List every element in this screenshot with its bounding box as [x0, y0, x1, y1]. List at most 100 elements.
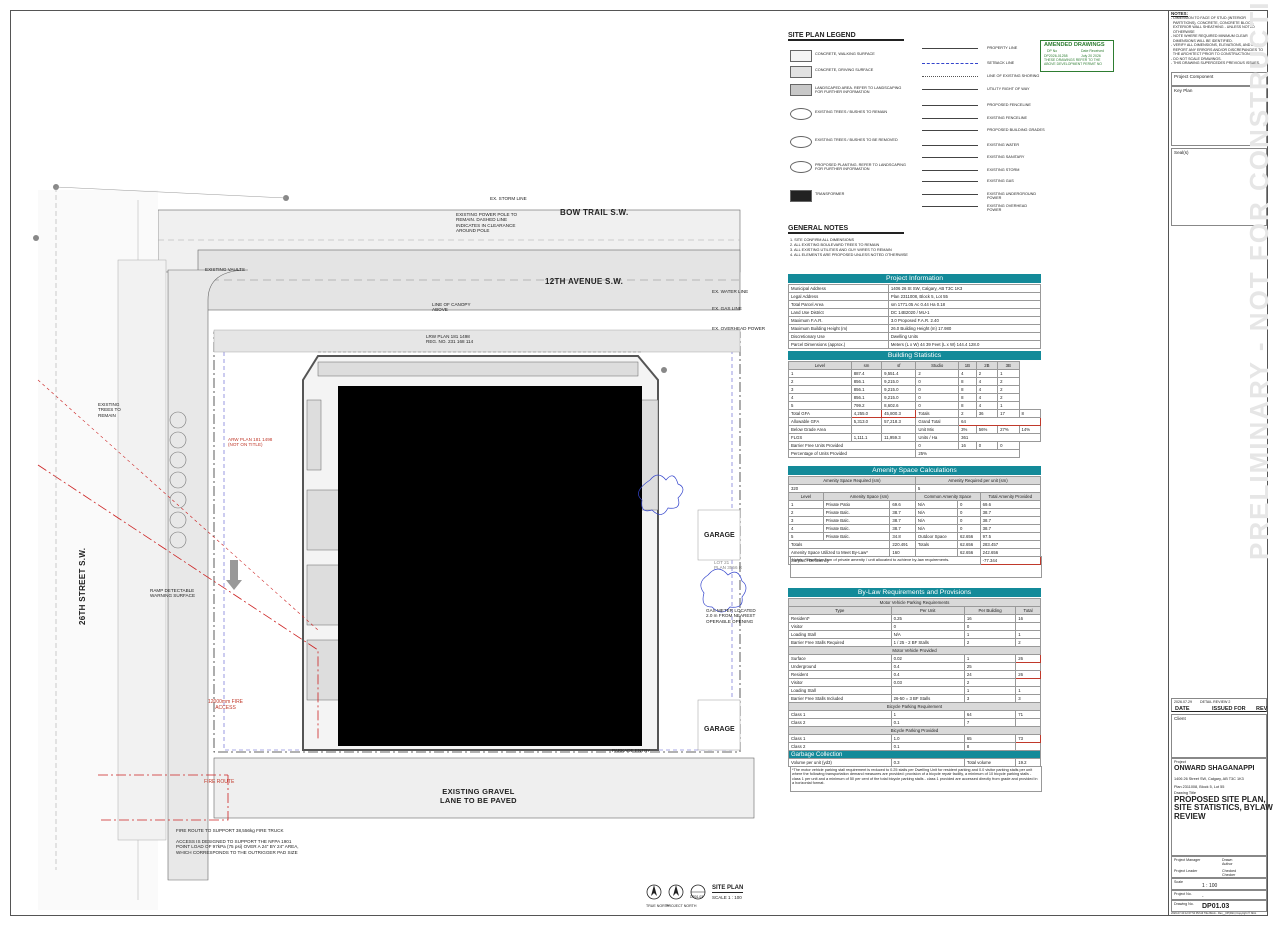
table-cell: Private Balc. [822, 508, 891, 517]
table-cell: Loading Stall [788, 686, 892, 695]
table-cell: Bicycle Parking Requirement [788, 702, 1041, 711]
table-cell [850, 425, 883, 434]
table-cell: Private Balc. [822, 532, 891, 541]
table-cell: 27% [997, 425, 1020, 434]
project-north-label: PROJECT NORTH [666, 904, 697, 908]
table-cell: 0 [957, 500, 981, 509]
table-cell: N/A [914, 516, 959, 525]
table-cell: Allowable GFA [788, 417, 852, 426]
table-cell: 361 [958, 433, 1041, 442]
table-cell: 2 [915, 369, 960, 378]
table-cell: 4 [975, 385, 999, 394]
legend-item: UTILITY RIGHT OF WAY [987, 87, 1030, 91]
table-cell: 8 [958, 393, 977, 402]
table-cell: 5 [788, 532, 824, 541]
north-arrows [646, 884, 706, 900]
storm-line-label: EX. STORM LINE [490, 196, 527, 201]
table-cell: Barrier Free Stalls Included [788, 694, 892, 703]
legend-item: LINE OF EXISTING SHORING [987, 74, 1040, 78]
general-notes-title: GENERAL NOTES [788, 225, 904, 234]
drawing-title: PROPOSED SITE PLAN, SITE STATISTICS, BYL… [1174, 795, 1273, 821]
drawing-no-value: DP01.03 [1202, 903, 1230, 910]
scale-label: Scale [1174, 880, 1183, 884]
date-header: DATE [1175, 706, 1190, 712]
legend-item: PROPERTY LINE [987, 46, 1018, 50]
table-cell: sf [881, 361, 917, 370]
table-cell: 2 [788, 508, 824, 517]
table-cell: 97.5 [979, 532, 1042, 541]
table-cell: 25% [915, 449, 1020, 458]
legend-line [922, 170, 978, 171]
table-cell: 3B [997, 361, 1020, 370]
table-cell: 1 [1015, 630, 1041, 639]
table-cell: Outdoor Space [914, 532, 959, 541]
table-cell: Level [788, 361, 852, 370]
table-cell: sm [850, 361, 883, 370]
legend-swatch [790, 66, 812, 78]
table-cell: Loading Stall [788, 630, 892, 639]
table-cell: 9,215.0 [881, 393, 917, 402]
pm-value: Drawn Author [1222, 858, 1233, 867]
table-cell: 64 [958, 417, 1041, 426]
table-cell: 5,313.0 [850, 417, 883, 426]
table-cell: Below Grade Area [788, 425, 852, 434]
legend-line [922, 157, 978, 158]
table-cell: 14% [1018, 425, 1042, 434]
table-cell: Motor Vehicle Provided [788, 646, 1041, 655]
table-cell: 36 [975, 409, 999, 418]
table-cell: Totals [915, 409, 960, 418]
table-cell: Dwelling Units [887, 332, 1042, 341]
table-cell: 0 [997, 441, 1020, 450]
table-cell: 1B [958, 361, 977, 370]
table-cell: Private Patio [822, 500, 891, 509]
table-cell: 4 [958, 369, 977, 378]
table-cell [1015, 678, 1041, 687]
table-cell: 2B [975, 361, 999, 370]
fire-route-label: FIRE ROUTE [204, 779, 235, 785]
table-cell: Class 2 [788, 742, 892, 751]
table-cell: N/A [890, 630, 965, 639]
table-cell: 0.25 [890, 614, 965, 623]
legend-line [922, 89, 978, 90]
bylaw-header: By-Law Requirements and Provisions [788, 588, 1041, 597]
table-row: Garbage Collection [788, 750, 1041, 759]
table-cell: 1 [788, 500, 824, 509]
legend-line [922, 118, 978, 119]
table-cell: Total Amenity Provided [979, 492, 1042, 501]
table-cell: 65 [963, 734, 1017, 743]
table-cell: 25 [963, 662, 1017, 671]
table-cell: 34.8 [889, 532, 916, 541]
drawing-no-label: Drawing No. [1174, 902, 1194, 906]
table-cell: 62.656 [957, 540, 981, 549]
project-name: ONWARD SHAGANAPPI [1174, 765, 1255, 772]
table-cell: 5 [788, 401, 852, 410]
plan-title: SITE PLAN [712, 885, 744, 893]
table-cell: Municipal Address [788, 284, 889, 293]
note-line: - DIMENSION TO FACE OF STUD (INTERIOR [1171, 16, 1246, 20]
legend-item: EXISTING FENCELINE [987, 116, 1028, 120]
table-cell: Meters (L x W) 44 39 Feet (L x W) 144.4 … [887, 340, 1042, 349]
project-no-value: - [1202, 894, 1204, 899]
table-cell [1015, 718, 1041, 727]
table-cell: 62.656 [957, 532, 981, 541]
project-no-box: Project No. - [1171, 890, 1267, 900]
lot-label: LOT 21 PLAN 3556 R [714, 560, 743, 571]
lrw-label: LRW PLAN 181 1498 REG. NO. 231 168 114 [426, 334, 474, 345]
table-cell: 0.4 [890, 670, 965, 679]
table-cell: Land Use District [788, 308, 889, 317]
table-cell: 1 [997, 401, 1020, 410]
project-component-box: Project Component [1171, 72, 1267, 86]
